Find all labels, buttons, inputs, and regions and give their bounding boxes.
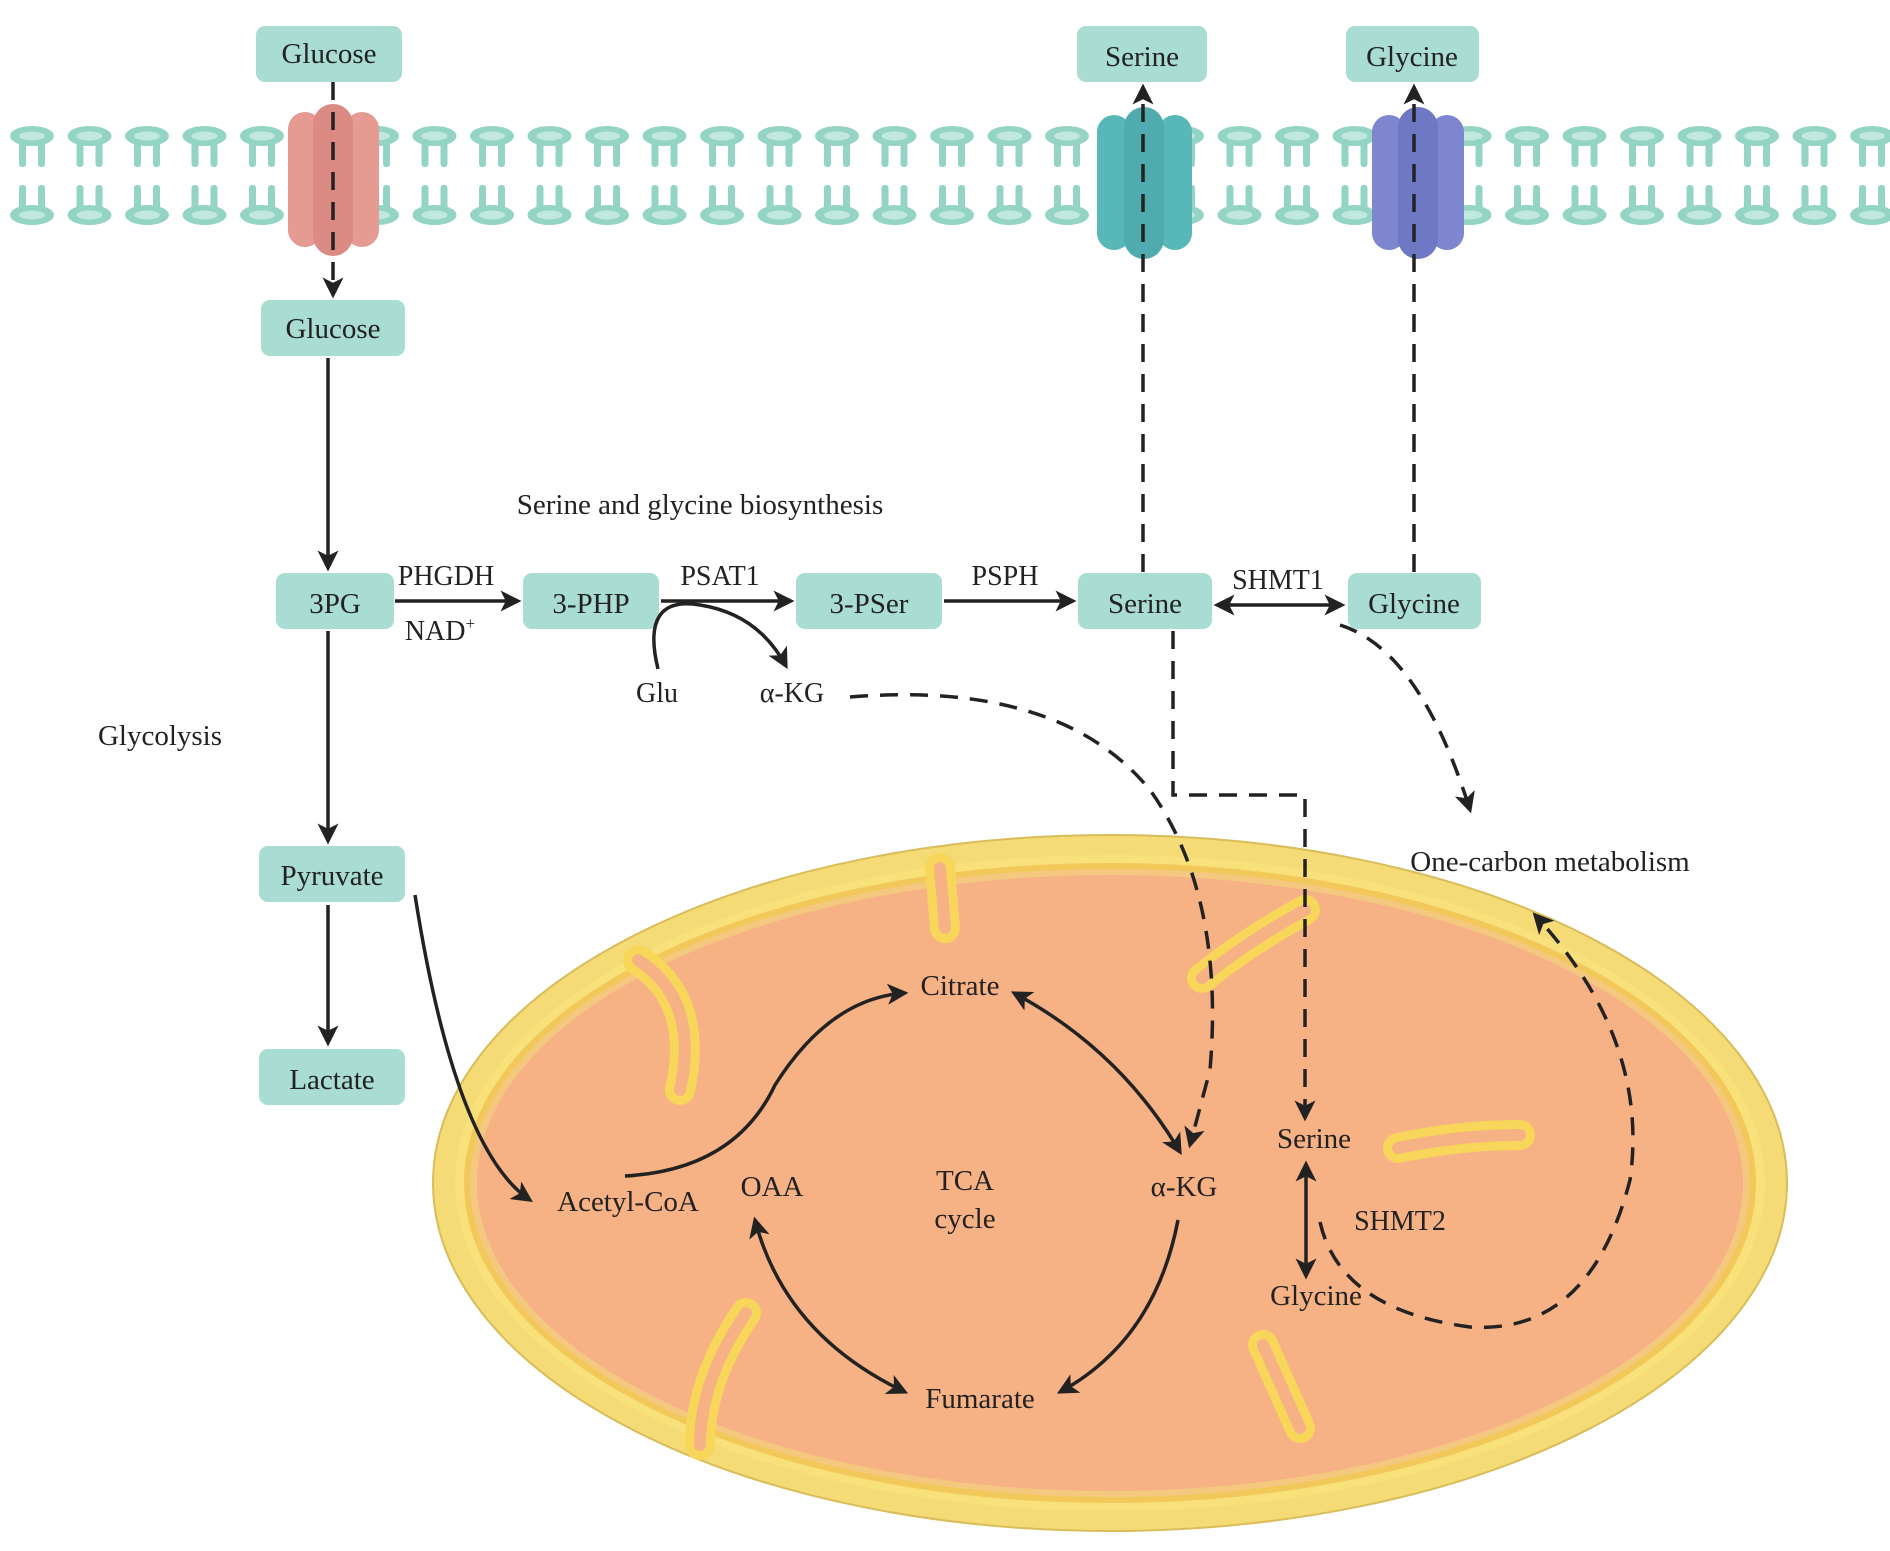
dashed-mito-to-onecarbon <box>1318 912 1635 1330</box>
biosynthesis-title: Serine and glycine biosynthesis <box>517 489 883 521</box>
lipid-unit <box>527 126 572 225</box>
pyruvate-box: Pyruvate <box>259 846 405 902</box>
dashed-glycine-to-onecarbon <box>1339 623 1475 814</box>
extracellular-glycine-label: Glycine <box>1366 41 1458 73</box>
mito-akg-label: α-KG <box>1151 1171 1218 1203</box>
glycolysis-label: Glycolysis <box>98 720 222 752</box>
lipid-unit <box>987 126 1032 225</box>
lipid-unit <box>1735 126 1779 225</box>
cytosol-akg-label: α-KG <box>760 678 824 709</box>
cytosol-glucose-label: Glucose <box>285 313 380 345</box>
tca-label-line1: TCA <box>936 1165 994 1197</box>
arrow-fumarate-oaa <box>749 1216 909 1394</box>
lipid-unit <box>1332 126 1377 225</box>
lipid-unit <box>125 126 169 225</box>
dashed-akg-to-mito <box>849 693 1215 1149</box>
arrow-akg-fumarate <box>1056 1219 1180 1394</box>
acetyl-coa-label: Acetyl-CoA <box>557 1186 699 1218</box>
mito-serine-label: Serine <box>1277 1123 1351 1155</box>
3pg-label: 3PG <box>309 588 361 620</box>
dashed-arrows <box>322 82 1635 1330</box>
lipid-unit <box>1850 126 1890 225</box>
lipid-unit <box>1792 126 1837 225</box>
lipid-unit <box>1562 126 1607 225</box>
arrow-pyruvate-acetylcoa <box>413 894 533 1202</box>
mito-glycine-label: Glycine <box>1270 1280 1362 1312</box>
lipid-unit <box>757 126 802 225</box>
one-carbon-label: One-carbon metabolism <box>1410 846 1690 878</box>
nad-text: NAD <box>405 616 466 647</box>
lactate-label: Lactate <box>289 1064 374 1096</box>
lipid-unit <box>67 126 112 225</box>
lipid-unit <box>10 126 54 225</box>
serine-transporter <box>1097 107 1192 259</box>
arrow-acetylcoa-citrate <box>624 983 909 1178</box>
shmt2-label: SHMT2 <box>1354 1206 1446 1237</box>
cytosol-serine-label: Serine <box>1108 588 1182 620</box>
mitochondrion <box>432 834 1788 1532</box>
nad-superscript: + <box>466 614 476 633</box>
3pser-label: 3-PSer <box>830 588 909 620</box>
3php-label: 3-PHP <box>552 588 629 620</box>
tca-label-line2: cycle <box>934 1203 995 1235</box>
cytosol-glucose-box: Glucose <box>261 300 405 356</box>
shmt1-label: SHMT1 <box>1232 565 1324 596</box>
glu-label: Glu <box>636 678 678 709</box>
lipid-unit <box>642 126 687 225</box>
lipid-unit <box>1677 126 1722 225</box>
extracellular-serine-box: Serine <box>1077 26 1207 82</box>
lipid-unit <box>872 126 917 225</box>
lipid-unit <box>1620 126 1664 225</box>
extracellular-glucose-box: Glucose <box>256 26 402 82</box>
fumarate-label: Fumarate <box>925 1383 1035 1415</box>
3pg-box: 3PG <box>276 573 394 629</box>
lipid-unit <box>1275 126 1319 225</box>
lipid-unit <box>815 126 859 225</box>
lipid-unit <box>1045 126 1089 225</box>
lipid-unit <box>240 126 284 225</box>
glycine-transporter <box>1372 107 1464 259</box>
phgdh-label: PHGDH <box>398 561 494 592</box>
lipid-unit <box>1217 126 1262 225</box>
3php-box: 3-PHP <box>523 573 659 629</box>
arrow-glu-akg <box>652 602 788 670</box>
extracellular-glycine-box: Glycine <box>1346 26 1479 82</box>
lipid-unit <box>1505 126 1549 225</box>
cytosol-glycine-box: Glycine <box>1348 573 1481 629</box>
nad-label: NAD+ <box>405 614 475 647</box>
lipid-unit <box>182 126 227 225</box>
dashed-serine-to-mito <box>1171 631 1316 1122</box>
lipid-unit <box>930 126 974 225</box>
pyruvate-label: Pyruvate <box>280 860 383 892</box>
lactate-box: Lactate <box>259 1049 405 1105</box>
cytosol-serine-box: Serine <box>1078 573 1212 629</box>
arrow-citrate-akg <box>1010 991 1182 1156</box>
psph-label: PSPH <box>972 561 1039 592</box>
oaa-label: OAA <box>741 1171 804 1203</box>
lipid-unit <box>470 126 514 225</box>
lipid-unit <box>700 126 744 225</box>
solid-arrows <box>317 358 1346 1394</box>
lipid-unit <box>412 126 457 225</box>
cytosol-glycine-label: Glycine <box>1368 588 1460 620</box>
citrate-label: Citrate <box>921 970 1000 1002</box>
psat1-label: PSAT1 <box>680 561 759 592</box>
extracellular-serine-label: Serine <box>1105 41 1179 73</box>
glucose-transporter <box>288 104 379 256</box>
3pser-box: 3-PSer <box>796 573 942 629</box>
lipid-unit <box>585 126 629 225</box>
extracellular-glucose-label: Glucose <box>281 38 376 70</box>
